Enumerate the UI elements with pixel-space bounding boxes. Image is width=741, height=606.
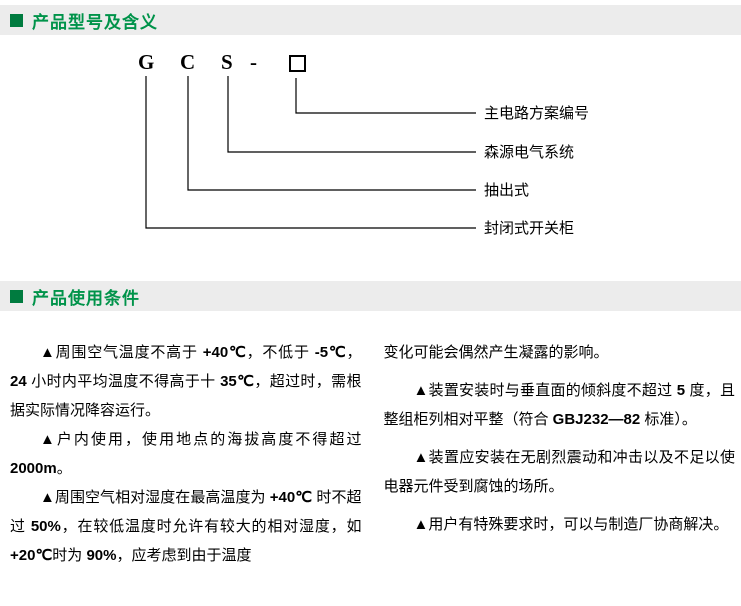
diagram-label-senyuan-system: 森源电气系统 — [484, 144, 575, 161]
text-run: 小时内平均温度不得高于十 — [26, 373, 221, 390]
text-run: ， — [346, 344, 362, 361]
bold-value: 90% — [86, 547, 117, 564]
green-square-bullet — [10, 289, 23, 303]
bold-value: 50% — [30, 518, 61, 535]
text-run: ▲户内使用，使用地点的海拔高度不得超过 — [40, 431, 362, 448]
paragraph: ▲户内使用，使用地点的海拔高度不得超过 2000m。 — [10, 425, 362, 483]
paragraph: ▲装置应安装在无剧烈震动和冲击以及不足以使电器元件受到腐蚀的场所。 — [384, 443, 736, 501]
text-column-right: 变化可能会偶然产生凝露的影响。 ▲装置安装时与垂直面的倾斜度不超过 5 度，且整组… — [384, 338, 736, 570]
bold-value: GBJ232—82 — [552, 411, 641, 428]
section-header-model: 产品型号及含义 — [0, 5, 741, 35]
usage-conditions-body: ▲周围空气温度不高于 +40℃，不低于 -5℃，24 小时内平均温度不得高于十 … — [10, 338, 735, 570]
text-run: ▲装置安装时与垂直面的倾斜度不超过 — [413, 382, 677, 399]
green-square-bullet — [10, 13, 23, 27]
text-run: ，不低于 — [246, 344, 315, 361]
diagram-label-enclosed-switchgear: 封闭式开关柜 — [484, 220, 575, 237]
text-run: ▲周围空气相对湿度在最高温度为 — [40, 489, 270, 506]
model-scheme-box — [289, 55, 306, 72]
text-run: ▲用户有特殊要求时，可以与制造厂协商解决。 — [413, 516, 729, 533]
section-header-usage: 产品使用条件 — [0, 281, 741, 311]
diagram-lines — [145, 76, 476, 229]
text-column-left: ▲周围空气温度不高于 +40℃，不低于 -5℃，24 小时内平均温度不得高于十 … — [10, 338, 362, 570]
model-letter-s: S — [221, 50, 233, 74]
text-run: ，应考虑到由于温度 — [116, 547, 252, 564]
text-run: ，在较低温度时允许有较大的相对湿度，如 — [60, 518, 362, 535]
paragraph: ▲周围空气相对湿度在最高温度为 +40℃ 时不超过 50%，在较低温度时允许有较… — [10, 483, 362, 570]
text-run: 度，且整组柜列相对平整（符合 — [383, 382, 736, 428]
bold-value: 35℃ — [220, 373, 255, 390]
paragraph: ▲周围空气温度不高于 +40℃，不低于 -5℃，24 小时内平均温度不得高于十 … — [10, 338, 362, 425]
diagram-label-scheme-number: 主电路方案编号 — [484, 105, 590, 122]
bold-value: 2000m — [10, 460, 57, 477]
text-run: ，超过时，需根据实际情况降容运行。 — [10, 373, 362, 419]
bold-value: -5℃ — [314, 344, 347, 361]
text-run: 时不超过 — [10, 489, 362, 535]
text-run: ▲周围空气温度不高于 — [40, 344, 203, 361]
bold-value: +40℃ — [269, 489, 313, 506]
text-run: 时为 — [52, 547, 87, 564]
section-title: 产品使用条件 — [32, 288, 140, 308]
model-letter-g: G — [138, 50, 155, 74]
bold-value: +40℃ — [202, 344, 247, 361]
text-run: 变化可能会偶然产生凝露的影响。 — [383, 344, 609, 361]
model-letter-c: C — [180, 50, 196, 74]
paragraph: ▲装置安装时与垂直面的倾斜度不超过 5 度，且整组柜列相对平整（符合 GBJ23… — [384, 376, 736, 434]
text-run: ▲装置应安装在无剧烈震动和冲击以及不足以使电器元件受到腐蚀的场所。 — [383, 449, 736, 495]
text-run: 。 — [56, 460, 72, 477]
text-run: 标准）。 — [640, 411, 697, 428]
paragraph: ▲用户有特殊要求时，可以与制造厂协商解决。 — [384, 510, 736, 539]
paragraph: 变化可能会偶然产生凝露的影响。 — [384, 338, 736, 367]
diagram-label-withdrawable: 抽出式 — [484, 182, 530, 199]
bold-value: +20℃ — [10, 547, 53, 564]
section-title: 产品型号及含义 — [32, 12, 158, 32]
model-dash: - — [250, 50, 257, 74]
model-diagram: G C S - 主电路方案编号 森源电气系统 抽出式 封闭式开关柜 — [0, 42, 741, 272]
bold-value: 5 — [676, 382, 686, 399]
bold-value: 24 — [10, 373, 27, 390]
